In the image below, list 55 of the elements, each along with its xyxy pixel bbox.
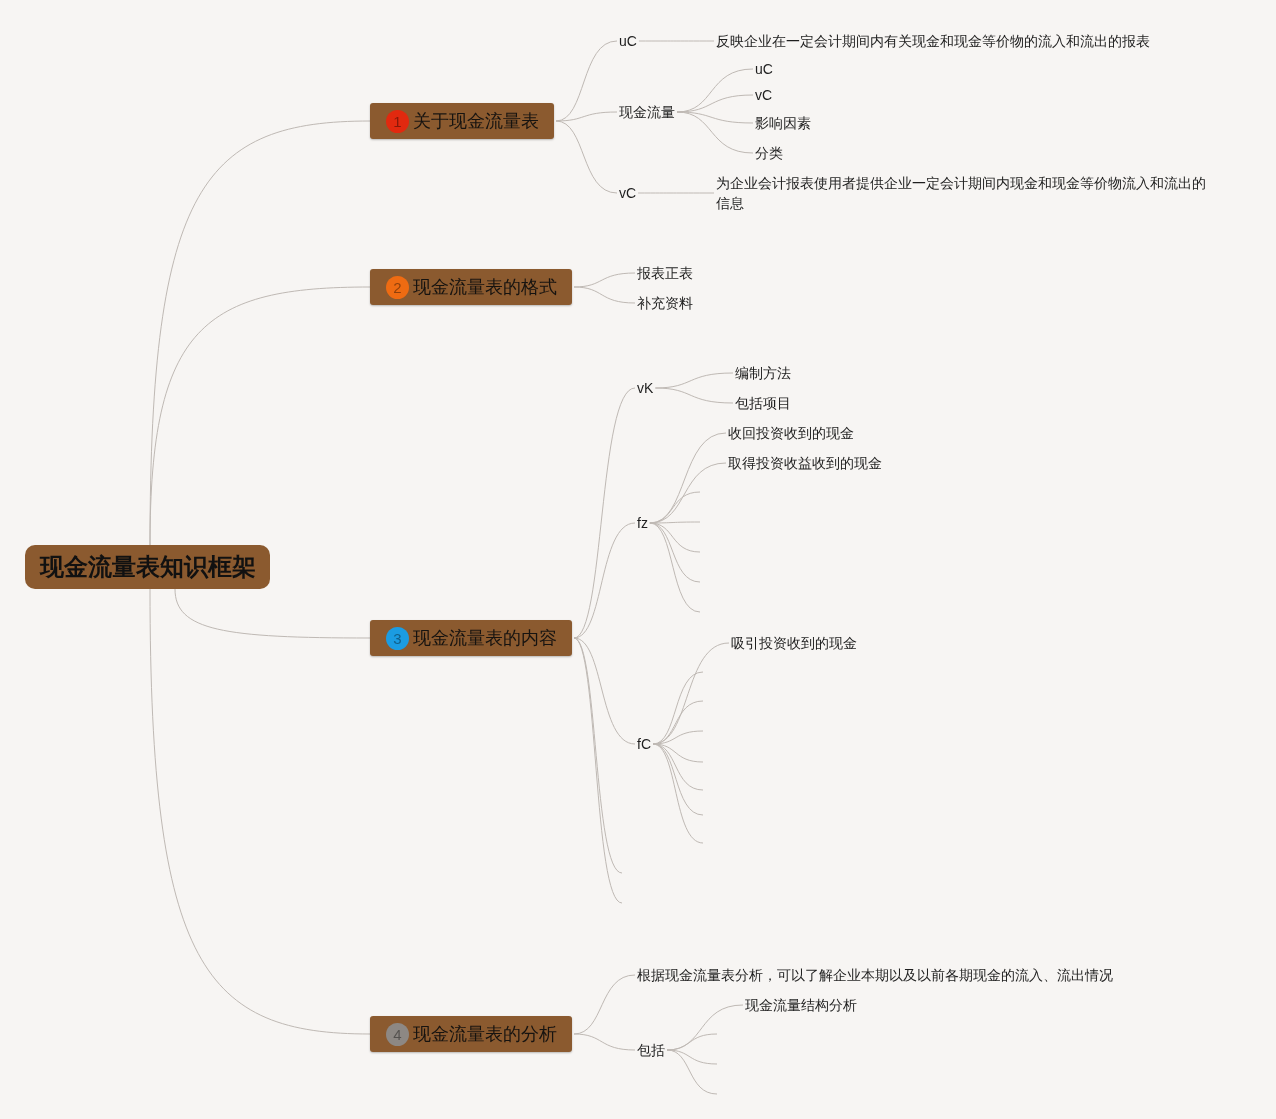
- subtopic-text: fz: [637, 513, 648, 533]
- connector-line: [676, 111, 754, 124]
- connector-line: [555, 120, 618, 194]
- subtopic-text: 报表正表: [637, 263, 693, 283]
- subtopic-text: uC: [619, 31, 637, 51]
- number-badge: 1: [386, 109, 409, 133]
- number-badge: 3: [386, 626, 409, 650]
- subtopic-text: fC: [637, 734, 651, 754]
- connector-line: [649, 521, 701, 524]
- subtopic-text: 反映企业在一定会计期间内有关现金和现金等价物的流入和流出的报表: [716, 31, 1150, 51]
- subtopic-text: 为企业会计报表使用者提供企业一定会计期间内现金和现金等价物流入和流出的信息: [716, 173, 1213, 213]
- subtopic-text: 根据现金流量表分析，可以了解企业本期以及以前各期现金的流入、流出情况: [637, 965, 1113, 985]
- topic-box: [370, 1016, 572, 1052]
- topic-title: 现金流量表的内容: [413, 627, 557, 650]
- subtopic-text: 现金流量结构分析: [745, 995, 857, 1015]
- subtopic-text: 现金流量: [619, 102, 675, 122]
- subtopic-text: vC: [619, 183, 637, 203]
- number-badge: 2: [386, 275, 409, 299]
- subtopic-text: vK: [637, 378, 654, 398]
- subtopic-text: 影响因素: [755, 113, 811, 133]
- connector-line: [666, 1033, 718, 1051]
- connector-line: [149, 286, 371, 546]
- subtopic-text: uC: [755, 59, 773, 79]
- subtopic-text: 包括项目: [735, 393, 791, 413]
- number-badge: 4: [386, 1022, 409, 1046]
- subtopic-text: vC: [755, 85, 773, 105]
- connector-line: [149, 588, 371, 1035]
- connector-line: [174, 588, 371, 639]
- topic-box: [370, 103, 554, 139]
- topic-box: [370, 620, 572, 656]
- subtopic-text: 编制方法: [735, 363, 791, 383]
- connector-line: [654, 387, 734, 404]
- subtopic-text: 补充资料: [637, 293, 693, 313]
- connector-line: [652, 743, 704, 763]
- connector-line: [573, 637, 636, 745]
- connector-line: [666, 1049, 718, 1095]
- subtopic-text: 吸引投资收到的现金: [731, 633, 857, 653]
- subtopic-text: 分类: [755, 143, 783, 163]
- subtopic-text: 取得投资收益收到的现金: [728, 453, 882, 473]
- central-topic: 现金流量表知识框架: [25, 545, 270, 589]
- subtopic-text: 收回投资收到的现金: [728, 423, 854, 443]
- connector-line: [555, 111, 618, 122]
- connector-line: [649, 522, 701, 553]
- connector-line: [676, 111, 754, 154]
- topic-title: 现金流量表的分析: [413, 1023, 557, 1046]
- connector-line: [573, 286, 636, 304]
- connector-line: [649, 522, 701, 613]
- connector-line: [638, 40, 715, 42]
- topic-title: 现金流量表的格式: [413, 276, 557, 299]
- subtopic-text: 包括: [637, 1040, 665, 1060]
- connector-line: [573, 1033, 636, 1051]
- topic-title: 关于现金流量表: [413, 110, 539, 133]
- connector-line: [573, 522, 636, 639]
- connector-line: [637, 192, 715, 194]
- topic-box: [370, 269, 572, 305]
